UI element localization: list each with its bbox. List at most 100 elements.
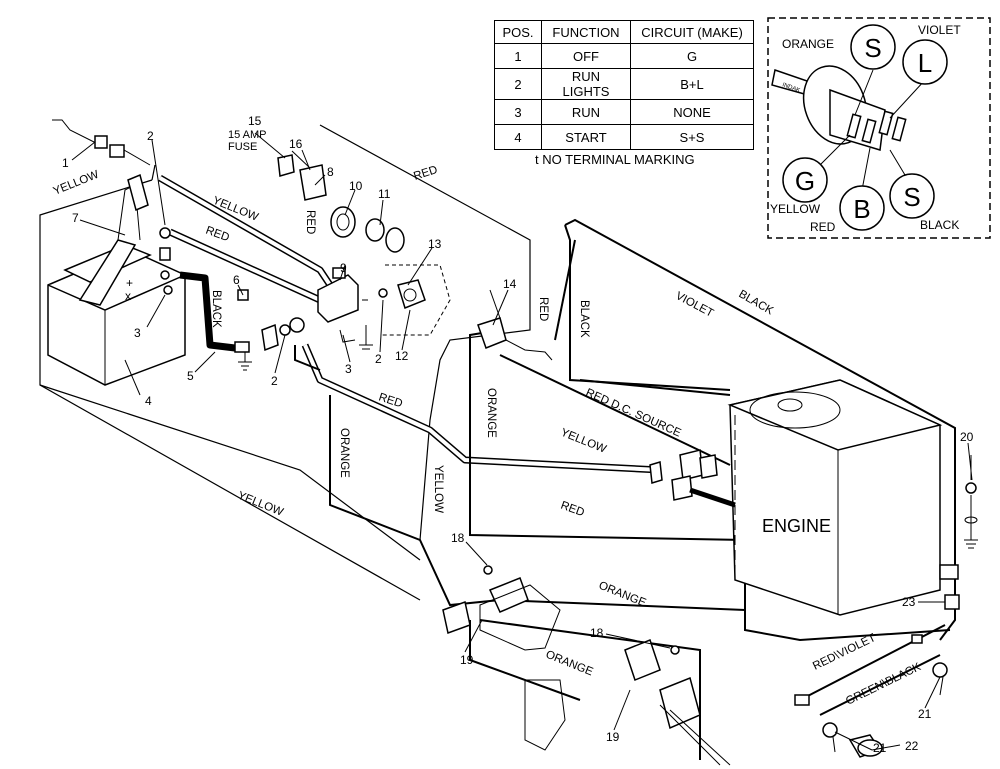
part-number-12: 12 bbox=[395, 349, 409, 363]
table-cell: RUN bbox=[541, 99, 631, 125]
table-row: 3 RUN NONE bbox=[494, 99, 754, 125]
terminal-s2: S bbox=[903, 182, 920, 212]
table-cell: 4 bbox=[494, 124, 542, 150]
part-number-3b: 3 bbox=[345, 362, 352, 376]
part-number-19a: 19 bbox=[460, 653, 474, 667]
part-callouts: 1 2 7 3 4 6 5 2 15 16 8 10 11 9 13 3 2 1… bbox=[62, 114, 974, 755]
table-cell: B+L bbox=[630, 68, 754, 100]
detail-yellow-label: YELLOW bbox=[770, 202, 821, 216]
part-number-5: 5 bbox=[187, 369, 194, 383]
fuse bbox=[277, 149, 327, 201]
part-number-21a: 21 bbox=[873, 741, 887, 755]
detail-black-label: BLACK bbox=[920, 218, 959, 232]
part-number-18a: 18 bbox=[451, 531, 465, 545]
part-number-1: 1 bbox=[62, 156, 69, 170]
switch-bezel bbox=[330, 206, 405, 253]
part-number-20: 20 bbox=[960, 430, 974, 444]
part-number-18b: 18 bbox=[590, 626, 604, 640]
part-number-14: 14 bbox=[503, 277, 517, 291]
table-cell: G bbox=[630, 43, 754, 69]
part-number-7: 7 bbox=[72, 211, 79, 225]
svg-text:+: + bbox=[126, 276, 133, 290]
table-cell: S+S bbox=[630, 124, 754, 150]
part-number-9: 9 bbox=[340, 261, 347, 275]
switch-12 bbox=[380, 264, 451, 336]
wire-engine-harness bbox=[554, 218, 956, 642]
label-black-2: BLACK bbox=[578, 300, 590, 338]
label-orange-2: ORANGE bbox=[485, 388, 497, 438]
part-number-4: 4 bbox=[145, 394, 152, 408]
label-red-3: RED bbox=[412, 164, 439, 183]
header-circuit: CIRCUIT (MAKE) bbox=[630, 20, 754, 44]
detail-orange-label: ORANGE bbox=[782, 37, 834, 51]
part-number-2c: 2 bbox=[375, 352, 382, 366]
part-number-22: 22 bbox=[905, 739, 919, 753]
ignition-switch bbox=[317, 267, 388, 350]
label-yellow-1: YELLOW bbox=[52, 169, 101, 198]
connector-1 bbox=[52, 119, 151, 166]
header-pos: POS. bbox=[494, 20, 542, 44]
battery: + x bbox=[47, 173, 186, 386]
table-cell: 2 bbox=[494, 68, 542, 100]
terminal-g: G bbox=[795, 166, 815, 196]
table-note: t NO TERMINAL MARKING bbox=[535, 152, 695, 167]
terminal-b: B bbox=[853, 194, 870, 224]
header-function: FUNCTION bbox=[541, 20, 631, 44]
engine-connector bbox=[649, 449, 736, 508]
label-orange-4: ORANGE bbox=[544, 649, 595, 679]
label-black-3: BLACK bbox=[737, 288, 776, 317]
part-number-13: 13 bbox=[428, 237, 442, 251]
light-harness bbox=[794, 624, 946, 716]
switch-detail-box: INDAK S L G B S ORANGE VIOLET YELLOW RED… bbox=[767, 17, 991, 239]
label-orange-1: ORANGE bbox=[338, 428, 350, 478]
part-number-2a: 2 bbox=[147, 129, 154, 143]
wire-orange bbox=[329, 395, 746, 760]
label-yellow-5: YELLOW bbox=[559, 427, 608, 456]
terminal-s1: S bbox=[864, 33, 881, 63]
part-number-10: 10 bbox=[349, 179, 363, 193]
key-brand-text: INDAK bbox=[781, 82, 800, 94]
detail-violet-label: VIOLET bbox=[918, 23, 961, 37]
label-red-5: RED bbox=[537, 297, 549, 321]
label-yellow-3: YELLOW bbox=[432, 465, 444, 513]
part-number-19b: 19 bbox=[606, 730, 620, 744]
part-number-11: 11 bbox=[378, 187, 391, 201]
table-header-row: POS. FUNCTION CIRCUIT (MAKE) bbox=[494, 20, 754, 44]
switch-function-table: POS. FUNCTION CIRCUIT (MAKE) 1 OFF G 2 R… bbox=[494, 20, 754, 150]
switch-19b bbox=[524, 639, 731, 766]
table-row: 1 OFF G bbox=[494, 43, 754, 69]
detail-red-label: RED bbox=[810, 220, 836, 234]
connector-23 bbox=[939, 564, 960, 610]
label-red-6: RED bbox=[559, 500, 586, 520]
part-number-23: 23 bbox=[902, 595, 916, 609]
battery-black-cable bbox=[179, 271, 252, 371]
table-row: 2 RUN LIGHTS B+L bbox=[494, 68, 754, 100]
engine bbox=[727, 379, 943, 616]
fuse-label-line1: 15 AMP bbox=[228, 129, 267, 141]
terminal-hardware bbox=[159, 227, 305, 352]
lamps bbox=[822, 662, 948, 758]
table-cell: 3 bbox=[494, 99, 542, 125]
fuse-label-line2: FUSE bbox=[228, 141, 257, 153]
label-green-black: GREEN\BLACK bbox=[844, 661, 923, 708]
table-cell: RUN LIGHTS bbox=[541, 68, 631, 100]
table-row: 4 START S+S bbox=[494, 124, 754, 150]
engine-label: ENGINE bbox=[762, 516, 831, 536]
solenoid-19 bbox=[442, 565, 561, 651]
part-number-3a: 3 bbox=[134, 326, 141, 340]
part-number-21b: 21 bbox=[918, 707, 932, 721]
harness-outline bbox=[39, 124, 531, 601]
part-number-8: 8 bbox=[327, 165, 334, 179]
part-number-15: 15 bbox=[248, 114, 262, 128]
label-red-dc-source: RED D.C. SOURCE bbox=[584, 387, 683, 440]
part-number-16: 16 bbox=[289, 137, 303, 151]
label-black-1: BLACK bbox=[210, 290, 222, 328]
part-number-2b: 2 bbox=[271, 374, 278, 388]
part-number-6: 6 bbox=[233, 273, 240, 287]
label-yellow-4: YELLOW bbox=[236, 490, 285, 519]
table-cell: NONE bbox=[630, 99, 754, 125]
table-cell: 1 bbox=[494, 43, 542, 69]
table-cell: OFF bbox=[541, 43, 631, 69]
terminal-l: L bbox=[918, 48, 932, 78]
